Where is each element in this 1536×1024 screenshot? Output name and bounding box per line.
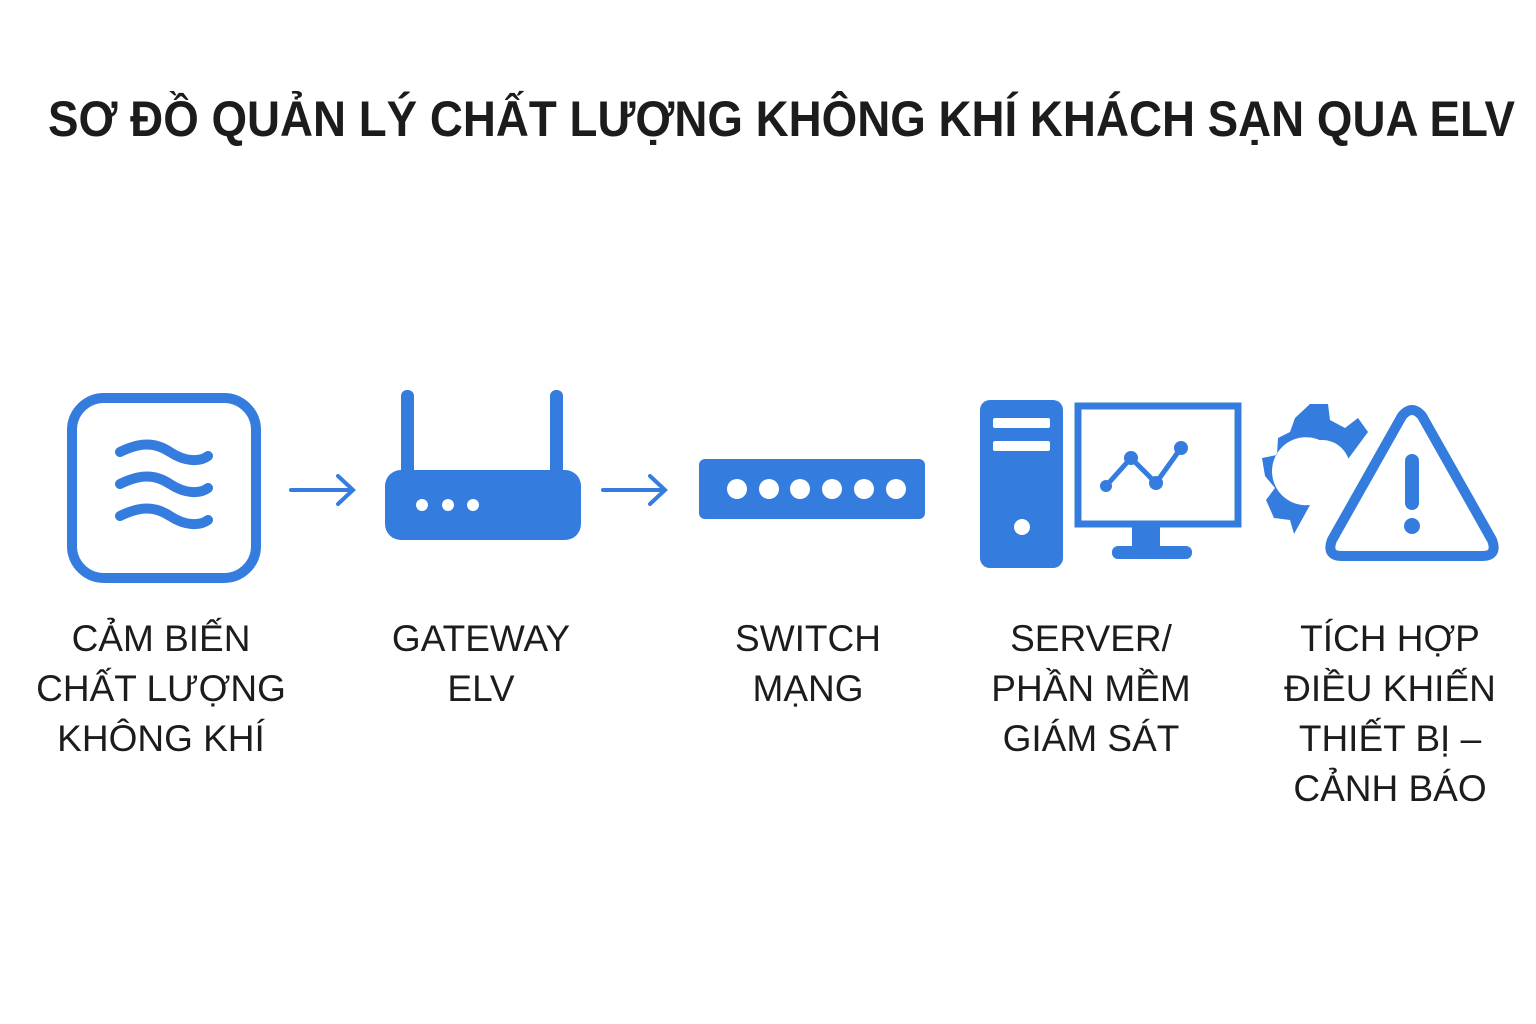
label-line: CẢNH BÁO [1293, 768, 1487, 809]
label-line: GATEWAY [391, 618, 571, 659]
arrow-icon [289, 474, 356, 506]
label-line: TÍCH HỢP [1300, 618, 1480, 659]
label-line: PHẦN MỀM [991, 668, 1191, 709]
arrow-icon [601, 474, 668, 506]
node-label-sensor: CẢM BIẾN CHẤT LƯỢNG KHÔNG KHÍ [11, 614, 311, 764]
label-line: GIÁM SÁT [1002, 718, 1180, 759]
label-line: KHÔNG KHÍ [57, 718, 265, 759]
label-line: SERVER/ [1010, 618, 1172, 659]
label-line: MẠNG [752, 668, 864, 709]
label-line: ĐIỀU KHIẾN [1284, 668, 1496, 709]
gear-warning-icon [1262, 404, 1499, 561]
node-label-gateway: GATEWAY ELV [331, 614, 631, 714]
label-line: CHẤT LƯỢNG [36, 668, 286, 709]
label-line: ELV [447, 668, 515, 709]
diagram-title: SƠ ĐỒ QUẢN LÝ CHẤT LƯỢNG KHÔNG KHÍ KHÁCH… [48, 90, 1516, 147]
node-label-switch: SWITCH MẠNG [658, 614, 958, 714]
air-quality-sensor-icon [67, 393, 261, 583]
label-line: CẢM BIẾN [71, 618, 251, 659]
label-line: SWITCH [735, 618, 881, 659]
server-monitor-icon [980, 400, 1242, 568]
router-icon [385, 390, 581, 540]
label-line: THIẾT BỊ – [1298, 718, 1482, 759]
node-label-server: SERVER/ PHẦN MỀM GIÁM SÁT [941, 614, 1241, 764]
node-label-integration: TÍCH HỢP ĐIỀU KHIẾN THIẾT BỊ – CẢNH BÁO [1240, 614, 1536, 814]
network-switch-icon [699, 459, 925, 519]
